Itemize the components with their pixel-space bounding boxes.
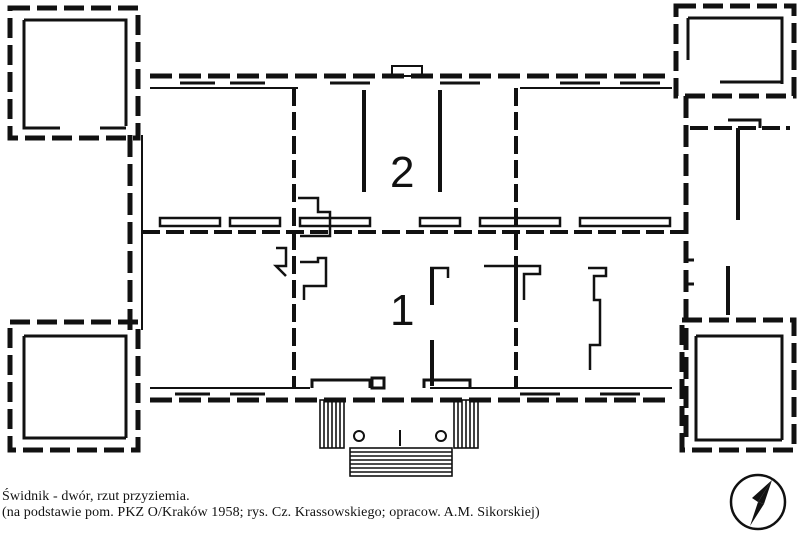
caption-title: Świdnik - dwór, rzut przyziemia. xyxy=(2,489,190,504)
caption-source: (na podstawie pom. PKZ O/Kraków 1958; ry… xyxy=(2,505,540,520)
pavilion-top-right xyxy=(673,3,797,99)
outer-walls xyxy=(127,73,689,440)
interior-walls-solid xyxy=(362,90,740,386)
chimney xyxy=(391,65,423,77)
plan-drawing xyxy=(7,3,797,477)
right-wing-details xyxy=(686,118,762,286)
porch-steps-left xyxy=(319,399,345,449)
room-label-1: 1 xyxy=(390,286,414,335)
corridor-details xyxy=(158,196,672,370)
outer-walls-inner xyxy=(141,87,672,389)
compass-north-icon xyxy=(729,473,787,531)
room-label-2: 2 xyxy=(390,148,414,197)
porch-steps-right xyxy=(453,399,479,449)
entrance-walls xyxy=(310,376,472,390)
pavilion-bottom-left xyxy=(7,319,141,453)
porch-column-left xyxy=(353,430,365,442)
pavilion-bottom-right xyxy=(679,317,797,453)
floor-plan: 2 1 xyxy=(7,3,797,477)
window-marks xyxy=(175,81,660,396)
porch-column-right xyxy=(435,430,447,442)
front-steps xyxy=(349,447,453,477)
interior-walls-dashed xyxy=(142,88,790,388)
pavilion-top-left xyxy=(7,5,141,141)
